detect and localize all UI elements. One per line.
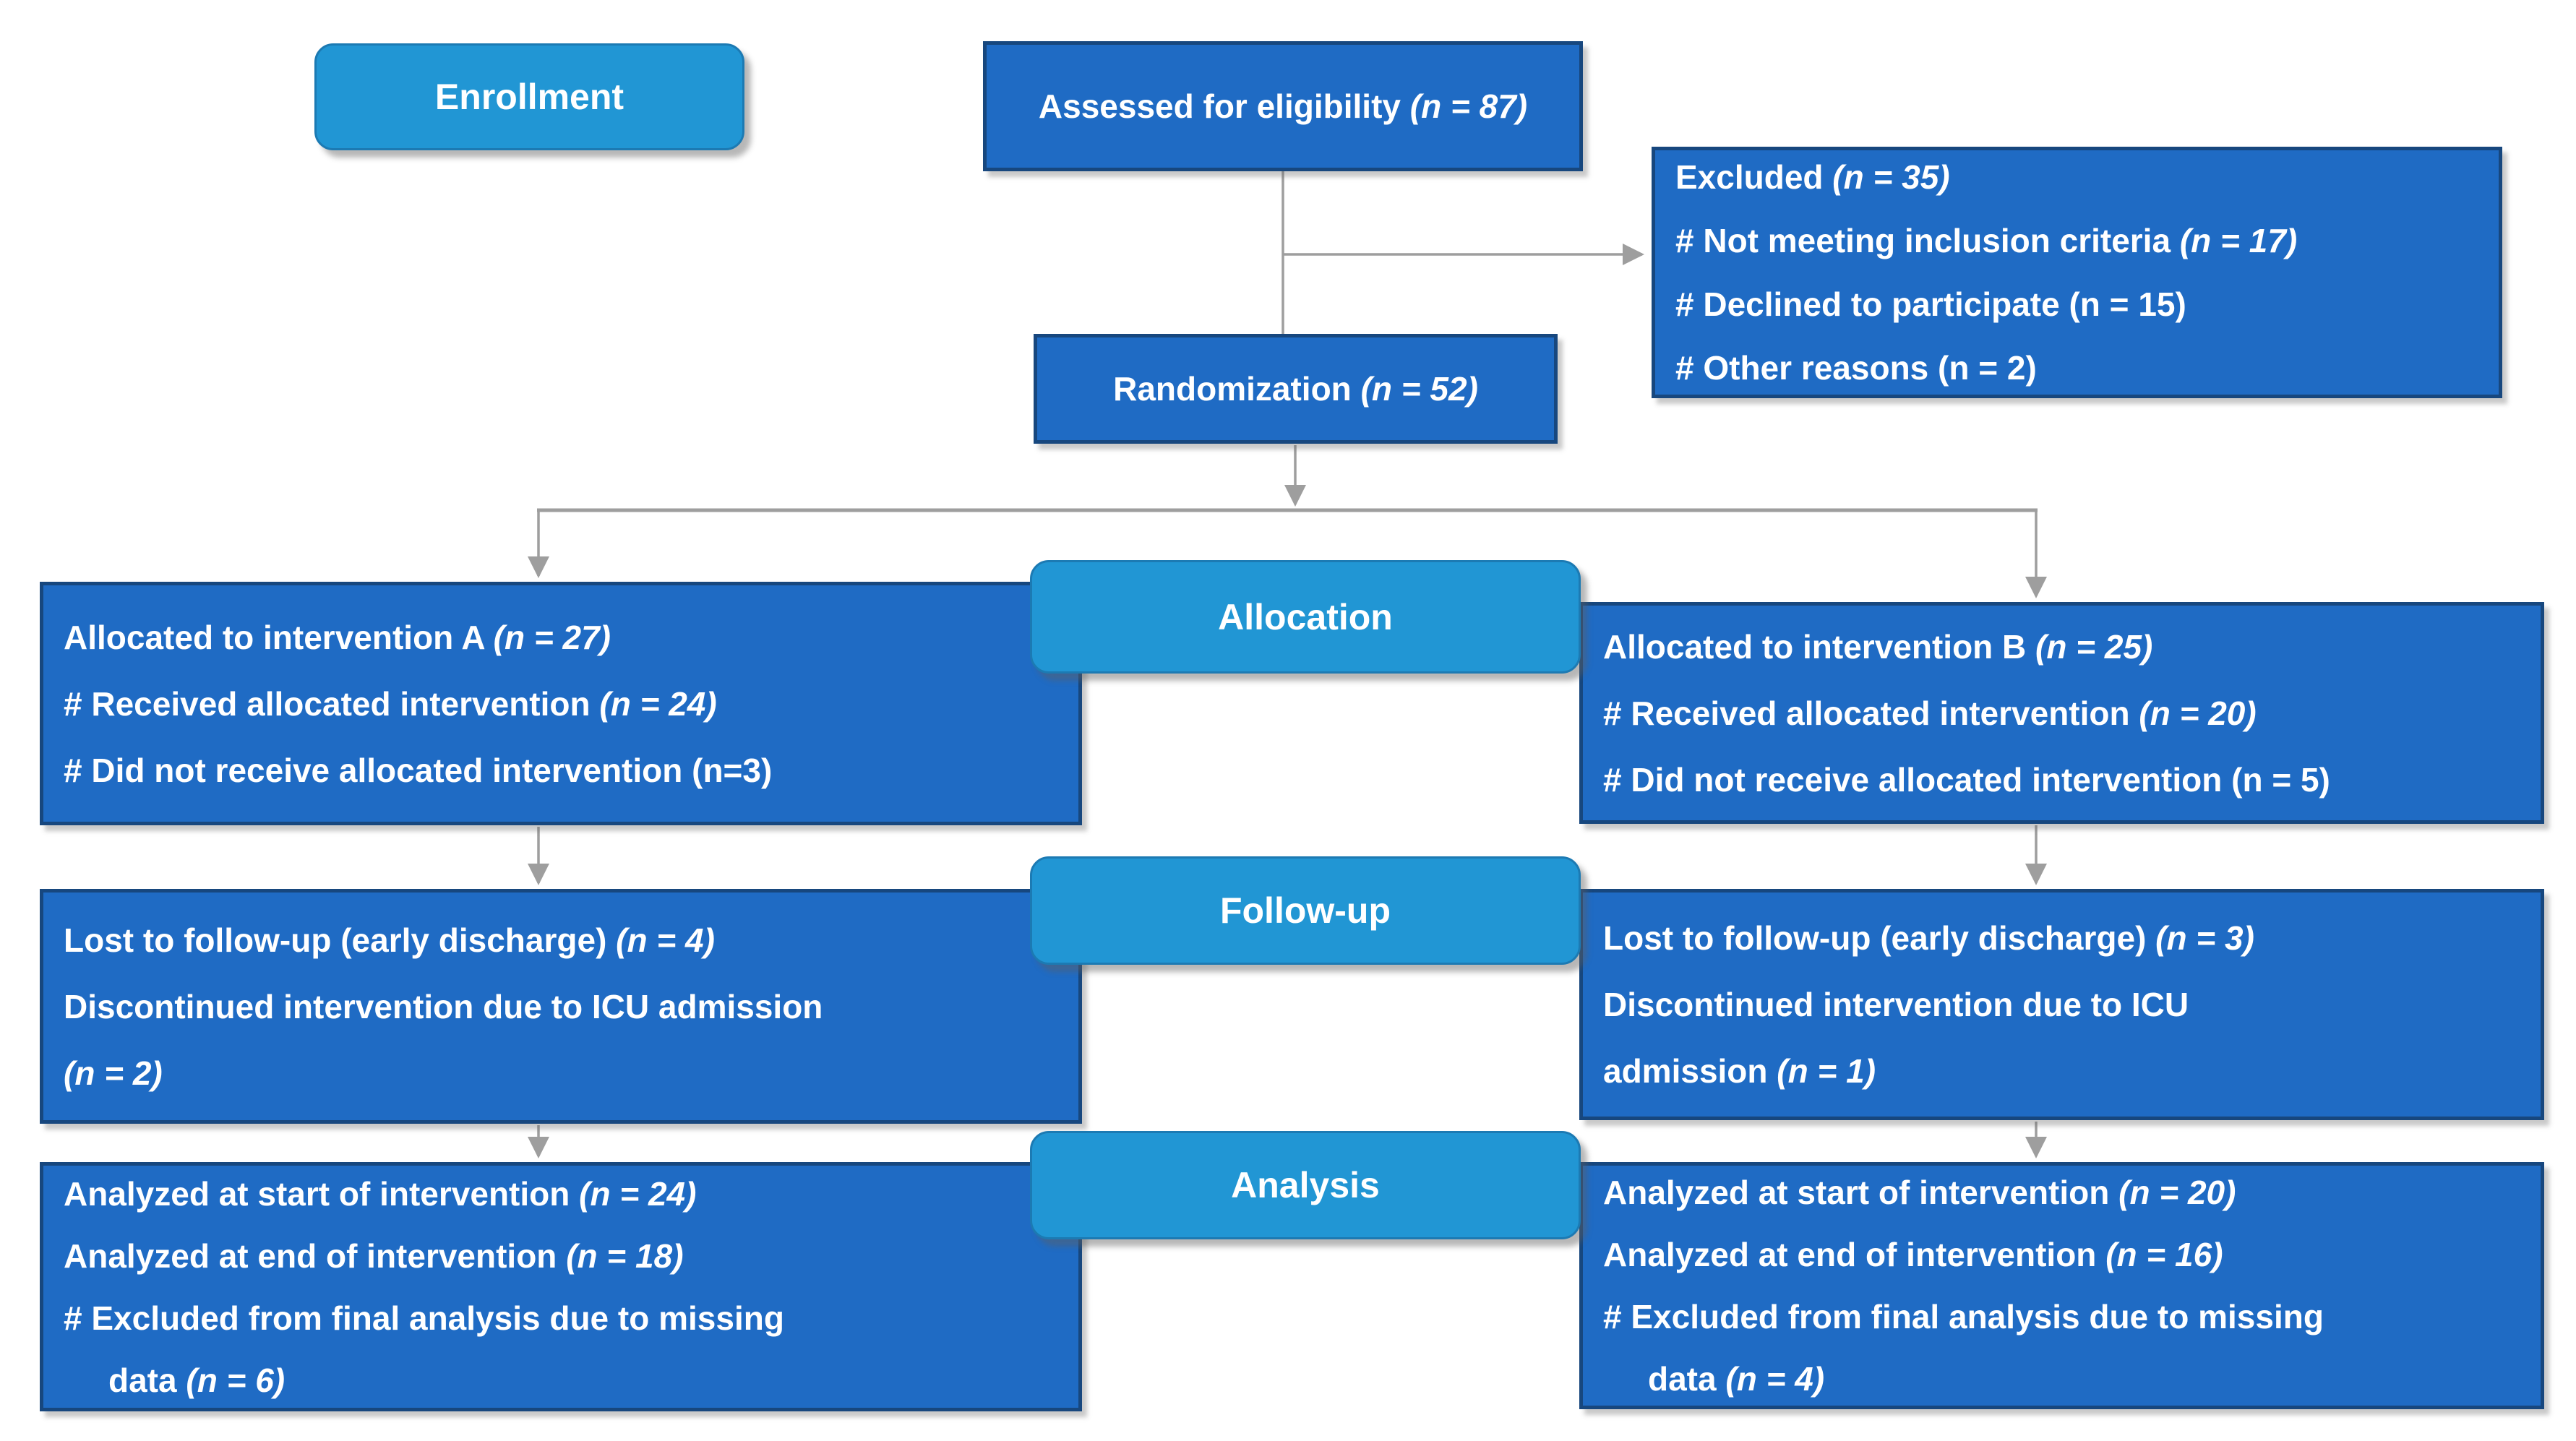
box-text-line: # Did not receive allocated intervention… <box>1603 760 2330 799</box>
box-text-line: Allocated to intervention A (n = 27) <box>64 618 611 656</box>
box-text-line: admission (n = 1) <box>1603 1052 1876 1090</box>
followup-intervention-a-box: Lost to follow-up (early discharge) (n =… <box>40 889 1082 1124</box>
allocated-intervention-a-box: Allocated to intervention A (n = 27) # Re… <box>40 582 1082 825</box>
stage-label-enrollment: Enrollment <box>314 43 744 150</box>
box-text-line: Assessed for eligibility (n = 87) <box>1038 87 1528 125</box>
box-text-line: Allocated to intervention B (n = 25) <box>1603 627 2153 666</box>
box-text-line: Randomization (n = 52) <box>1113 370 1478 408</box>
box-text-line: # Received allocated intervention (n = 2… <box>1603 694 2257 732</box>
box-text-line: # Did not receive allocated intervention… <box>64 751 773 789</box>
box-text-line: # Received allocated intervention (n = 2… <box>64 684 717 723</box>
box-text-line: # Excluded from final analysis due to mi… <box>64 1299 784 1337</box>
box-text-line: # Not meeting inclusion criteria (n = 17… <box>1675 222 2298 259</box>
box-text-line: Lost to follow-up (early discharge) (n =… <box>64 921 715 959</box>
analysis-intervention-a-box: Analyzed at start of intervention (n = 2… <box>40 1162 1082 1411</box>
randomization-box: Randomization (n = 52) <box>1034 334 1558 444</box>
box-text-line: # Declined to participate (n = 15) <box>1675 285 2186 323</box>
box-text-line: # Excluded from final analysis due to mi… <box>1603 1298 2324 1335</box>
box-text-line: data (n = 4) <box>1648 1360 1825 1398</box>
box-text-line: (n = 2) <box>64 1054 163 1092</box>
box-text-line: Analyzed at start of intervention (n = 2… <box>1603 1174 2236 1211</box>
analysis-intervention-b-box: Analyzed at start of intervention (n = 2… <box>1579 1162 2544 1409</box>
box-text-line: Discontinued intervention due to ICU adm… <box>64 987 823 1025</box>
stage-label-analysis: Analysis <box>1030 1131 1581 1239</box>
box-text-line: data (n = 6) <box>108 1361 285 1399</box>
box-text-line: Analyzed at start of intervention (n = 2… <box>64 1174 697 1213</box>
allocated-intervention-b-box: Allocated to intervention B (n = 25) # Re… <box>1579 602 2544 824</box>
assessed-for-eligibility-box: Assessed for eligibility (n = 87) <box>983 41 1583 171</box>
followup-intervention-b-box: Lost to follow-up (early discharge) (n =… <box>1579 889 2544 1120</box>
box-text-line: Excluded (n = 35) <box>1675 158 1950 196</box>
box-text-line: # Other reasons (n = 2) <box>1675 349 2037 387</box>
excluded-box: Excluded (n = 35) # Not meeting inclusion… <box>1652 147 2502 398</box>
box-text-line: Lost to follow-up (early discharge) (n =… <box>1603 919 2254 957</box>
box-text-line: Discontinued intervention due to ICU <box>1603 986 2189 1023</box>
stage-label-allocation: Allocation <box>1030 560 1581 674</box>
stage-label-follow-up: Follow-up <box>1030 856 1581 965</box>
box-text-line: Analyzed at end of intervention (n = 18) <box>64 1236 684 1275</box>
box-text-line: Analyzed at end of intervention (n = 16) <box>1603 1236 2223 1273</box>
